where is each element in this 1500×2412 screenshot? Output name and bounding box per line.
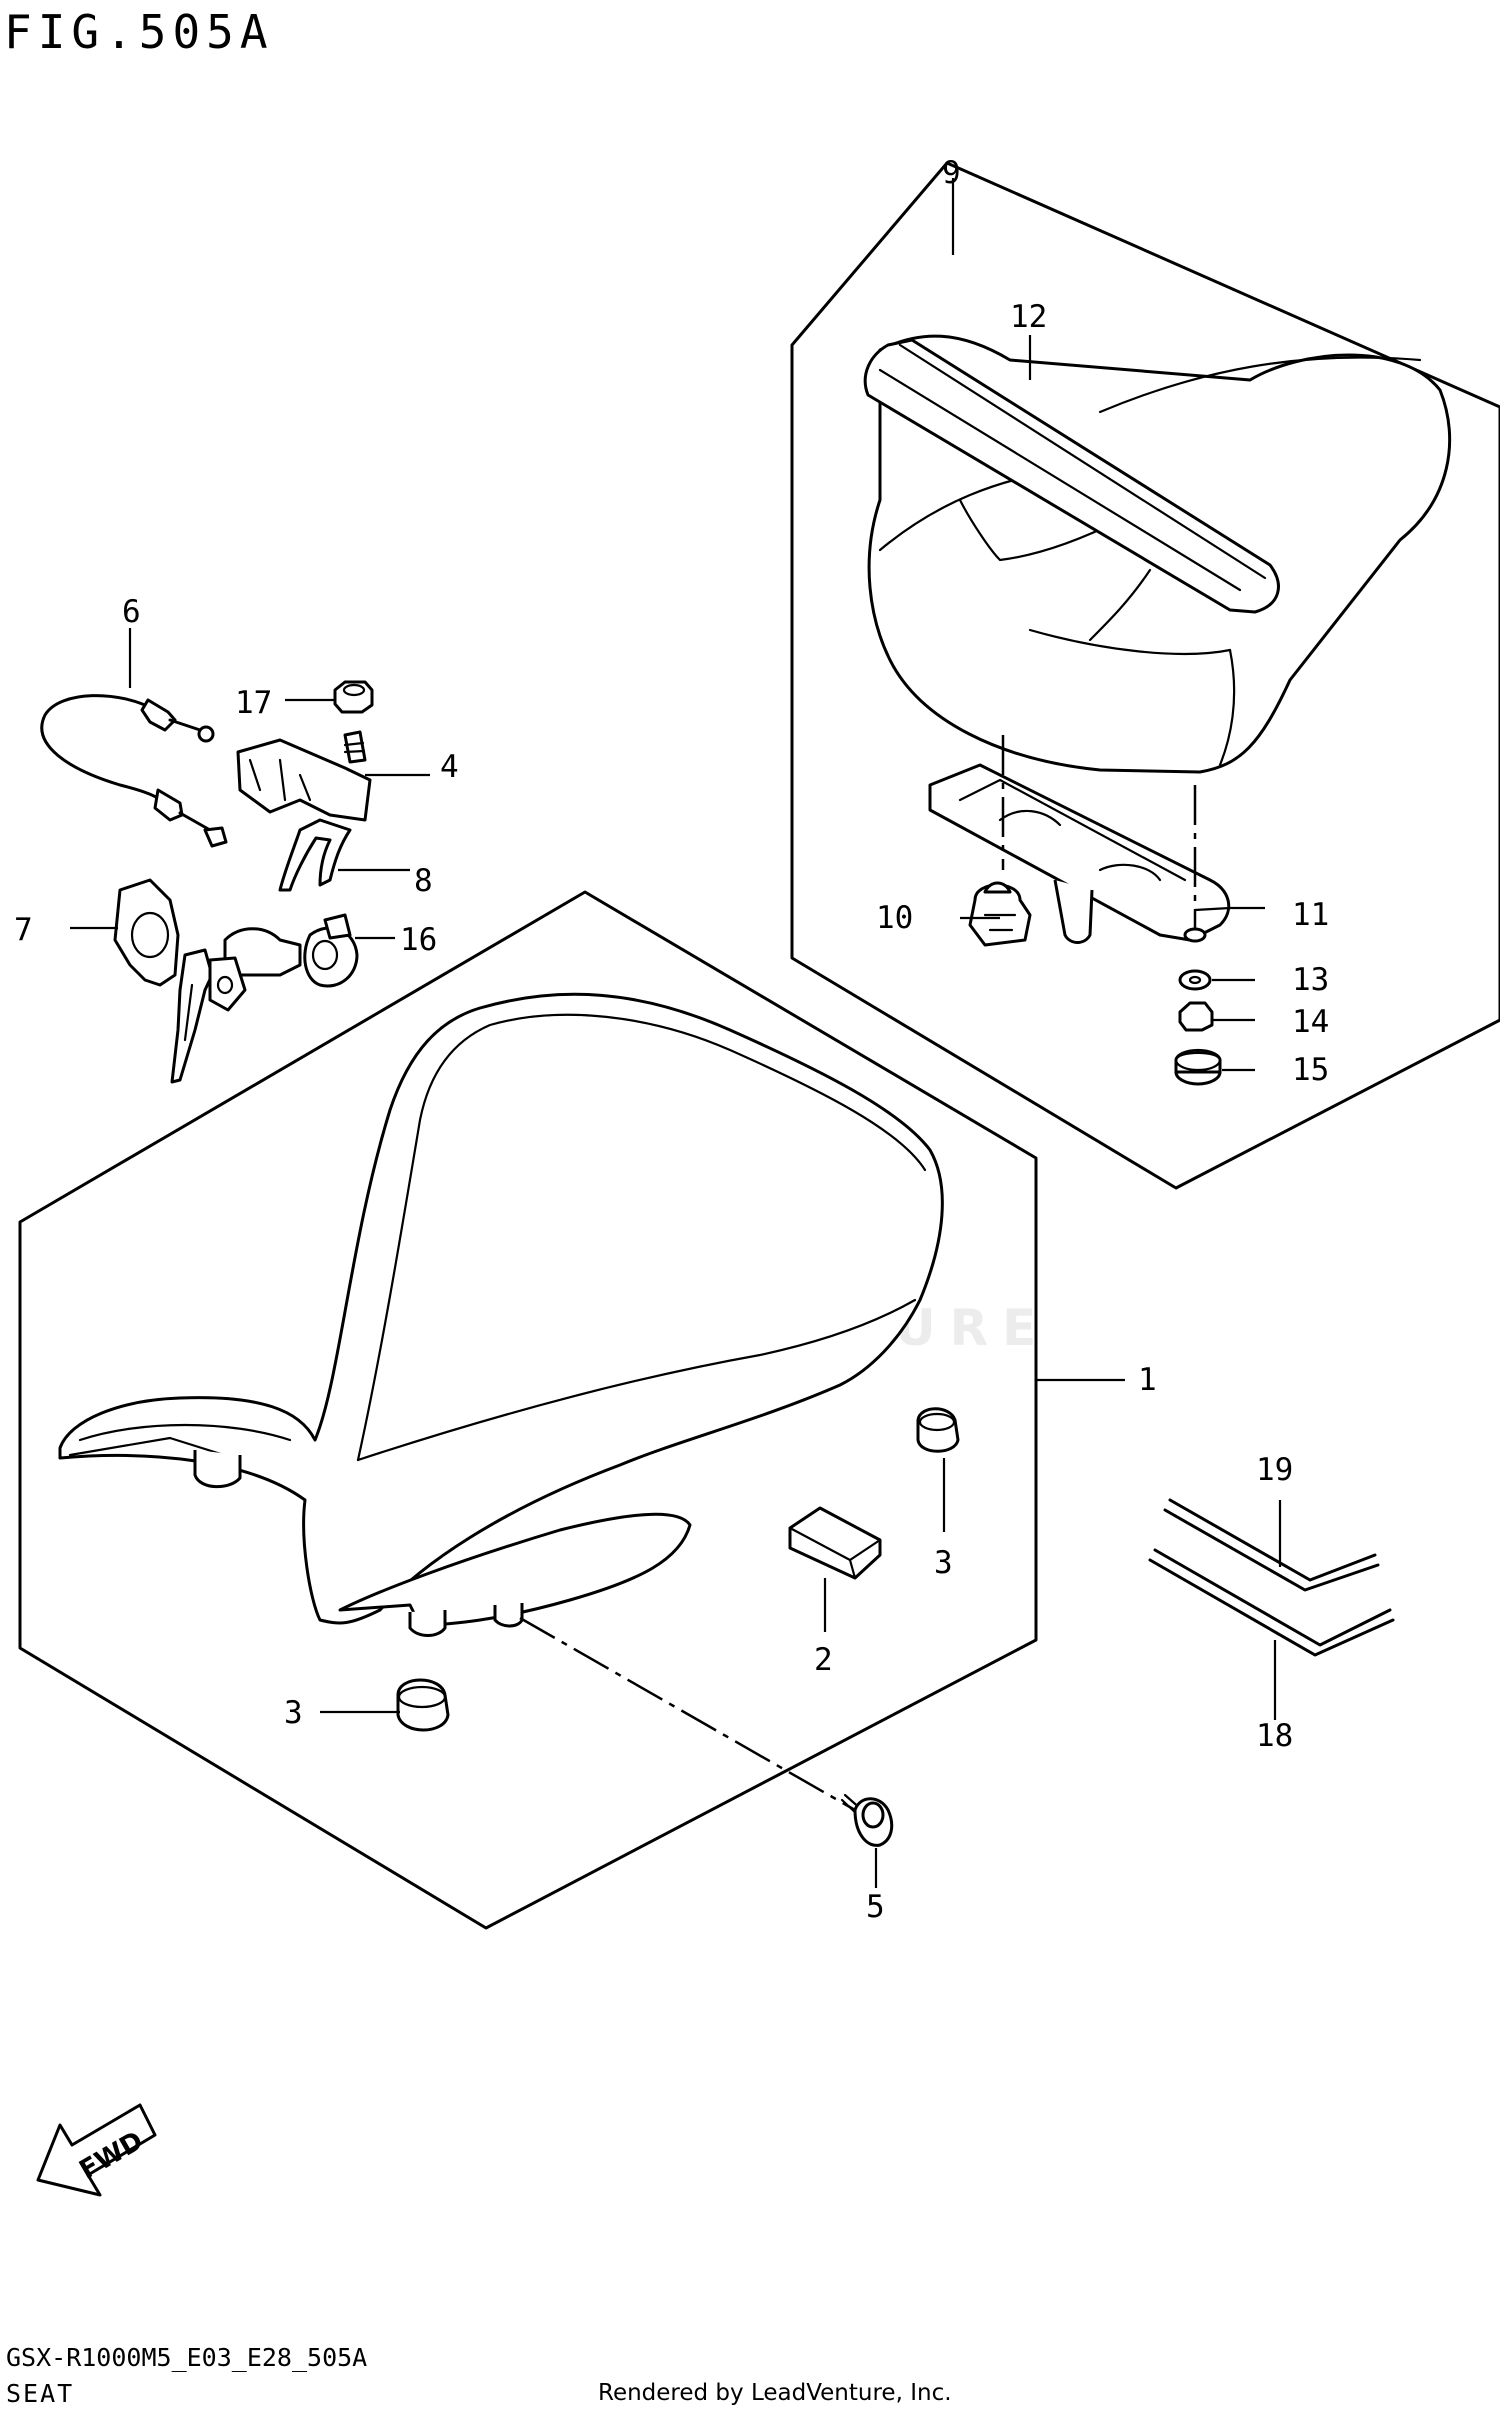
callout-2: 2 <box>814 1642 833 1678</box>
nut-17 <box>333 680 374 714</box>
callout-6: 6 <box>122 594 141 630</box>
callout-14: 14 <box>1292 1004 1329 1040</box>
model-code: GSX-R1000M5_E03_E28_505A <box>6 2343 367 2372</box>
nut-14 <box>1178 1001 1214 1032</box>
callout-16: 16 <box>400 922 437 958</box>
seat-latch-4 <box>236 730 372 822</box>
callout-9: 9 <box>942 155 961 191</box>
callout-18: 18 <box>1256 1718 1293 1754</box>
pillion-seat-cushion <box>863 334 1452 774</box>
hex-wrench-18 <box>1148 1548 1395 1657</box>
callout-13: 13 <box>1292 962 1329 998</box>
hex-wrench-19 <box>1163 1498 1380 1592</box>
callout-5: 5 <box>866 1889 885 1925</box>
lock-plate-7 <box>113 878 180 987</box>
callout-3-right: 3 <box>934 1545 953 1581</box>
callouts: 9 12 11 10 13 14 15 1 3 2 3 5 19 18 6 17… <box>14 155 1329 1925</box>
clip-8 <box>278 818 352 892</box>
leader-lines <box>70 178 1282 1888</box>
rubber-cushion-10 <box>968 881 1032 947</box>
seat-lock-set-16 <box>170 913 359 1084</box>
callout-17: 17 <box>235 685 272 721</box>
seat-pad-2 <box>788 1506 882 1580</box>
callout-15: 15 <box>1292 1052 1329 1088</box>
callout-7: 7 <box>14 912 33 948</box>
callout-8: 8 <box>414 863 433 899</box>
callout-4: 4 <box>440 749 459 785</box>
callout-19: 19 <box>1256 1452 1293 1488</box>
bolt-5 <box>840 1793 894 1847</box>
forward-direction-arrow: FWD <box>36 2103 157 2197</box>
seat-cushion-3-right <box>916 1407 960 1453</box>
callout-1: 1 <box>1138 1362 1157 1398</box>
callout-12: 12 <box>1010 299 1047 335</box>
main-seat <box>58 992 944 1637</box>
washer-13 <box>1178 969 1212 991</box>
render-credit: Rendered by LeadVenture, Inc. <box>598 2380 952 2406</box>
figure-title: FIG.505A <box>4 5 274 59</box>
lock-cable-6 <box>40 694 228 848</box>
main-seat-frame <box>18 890 1038 1930</box>
pillion-seat-bracket <box>928 763 1231 944</box>
collar-15 <box>1174 1048 1222 1086</box>
callout-3-left: 3 <box>284 1695 303 1731</box>
main-seat-dash-line <box>519 1616 856 1812</box>
seat-cushion-3-left <box>396 1678 450 1732</box>
pillion-seat-frame <box>790 161 1500 1190</box>
callout-11: 11 <box>1292 897 1329 933</box>
section-name: SEAT <box>6 2379 74 2408</box>
callout-10: 10 <box>876 900 913 936</box>
